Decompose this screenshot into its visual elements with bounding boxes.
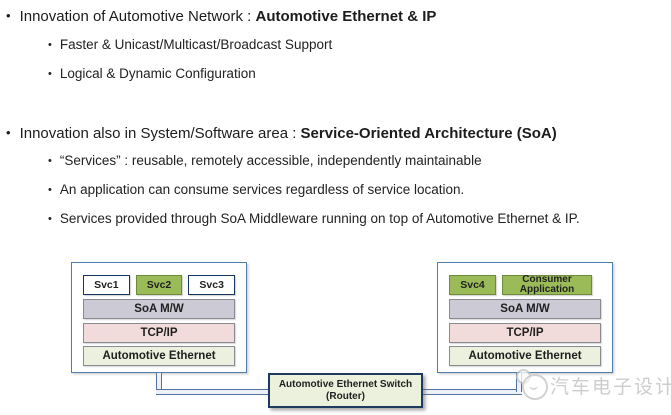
bullet-level2: An application can consume services rega… bbox=[48, 181, 464, 199]
left-tcpip-layer: TCP/IP bbox=[83, 322, 235, 343]
bullet-text: Innovation of Automotive Network : bbox=[19, 8, 256, 25]
bullet-level1: Innovation of Automotive Network : Autom… bbox=[6, 6, 437, 26]
bullet-text-bold: Automotive Ethernet & IP bbox=[255, 8, 437, 25]
left-ethernet-layer: Automotive Ethernet bbox=[83, 346, 235, 366]
bullet-level1: Innovation also in System/Software area … bbox=[6, 123, 557, 143]
watermark: 汽车电子设计 bbox=[512, 368, 671, 402]
right-ecu-node: Svc4 Consumer Application SoA M/W TCP/IP… bbox=[437, 262, 613, 373]
ethernet-switch-node: Automotive Ethernet Switch (Router) bbox=[268, 373, 423, 408]
left-soa-mw-layer: SoA M/W bbox=[83, 299, 235, 319]
right-connector-horizontal bbox=[423, 389, 522, 395]
logo-smile-mark bbox=[529, 382, 538, 390]
svc4-box: Svc4 bbox=[449, 275, 496, 295]
switch-label-line1: Automotive Ethernet Switch bbox=[278, 378, 413, 390]
right-tcpip-layer: TCP/IP bbox=[449, 322, 601, 343]
left-service-row: Svc1 Svc2 Svc3 bbox=[83, 275, 236, 295]
bullet-level2: Faster & Unicast/Multicast/Broadcast Sup… bbox=[48, 36, 332, 54]
right-ethernet-layer: Automotive Ethernet bbox=[449, 346, 601, 366]
watermark-text: 汽车电子设计 bbox=[550, 376, 671, 398]
consumer-application-box: Consumer Application bbox=[502, 275, 592, 295]
left-connector-horizontal bbox=[156, 389, 268, 395]
left-connector-vertical bbox=[156, 373, 162, 392]
right-service-row: Svc4 Consumer Application bbox=[449, 275, 601, 295]
bullet-level2: Logical & Dynamic Configuration bbox=[48, 65, 256, 83]
bullet-text-bold: Service-Oriented Architecture (SoA) bbox=[300, 125, 557, 142]
bullet-level2: Services provided through SoA Middleware… bbox=[48, 210, 580, 228]
left-ecu-node: Svc1 Svc2 Svc3 SoA M/W TCP/IP Automotive… bbox=[71, 262, 247, 373]
switch-label-line2: (Router) bbox=[326, 390, 365, 402]
bullet-level2: “Services” : reusable, remotely accessib… bbox=[48, 152, 482, 170]
svc2-box: Svc2 bbox=[135, 275, 183, 295]
watermark-logo-icon bbox=[512, 368, 550, 402]
svc3-box: Svc3 bbox=[188, 275, 236, 295]
bullet-text: Innovation also in System/Software area … bbox=[19, 125, 301, 142]
right-soa-mw-layer: SoA M/W bbox=[449, 299, 601, 319]
svc1-box: Svc1 bbox=[83, 275, 130, 295]
